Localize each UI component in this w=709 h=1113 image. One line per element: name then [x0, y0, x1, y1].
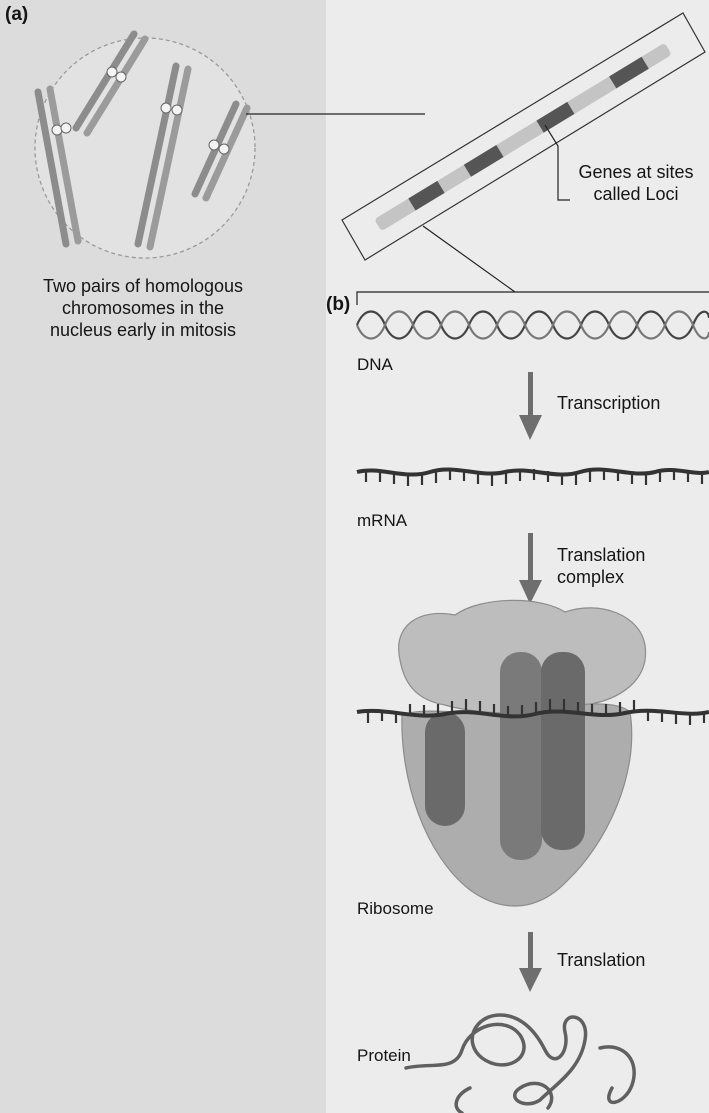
arrow-transcription	[519, 372, 542, 440]
translation-complex-label: Translation complex	[557, 544, 645, 588]
dna-zoom-line	[423, 226, 515, 292]
dna-bracket	[357, 292, 709, 305]
ribosome	[399, 600, 646, 906]
protein-label: Protein	[357, 1046, 411, 1066]
panel-a-label: (a)	[5, 4, 28, 26]
chromosomes-caption-line-3: nucleus early in mitosis	[2, 319, 284, 341]
genes-caption-line-1: Genes at sites	[565, 161, 707, 183]
transcription-label: Transcription	[557, 393, 660, 414]
arrow-translation	[519, 932, 542, 992]
gene-strip	[342, 13, 705, 260]
chromosomes-caption-line-2: chromosomes in the	[2, 297, 284, 319]
chromosomes-caption-line-1: Two pairs of homologous	[2, 275, 284, 297]
translation-complex-line-2: complex	[557, 566, 645, 588]
mrna-strand	[357, 469, 709, 486]
dna-helix	[357, 312, 709, 339]
translation-label: Translation	[557, 950, 645, 971]
translation-complex-line-1: Translation	[557, 544, 645, 566]
mrna-label: mRNA	[357, 511, 407, 531]
genes-caption-line-2: called Loci	[565, 183, 707, 205]
chromosomes-caption: Two pairs of homologous chromosomes in t…	[2, 275, 284, 341]
arrow-translation-complex	[519, 533, 542, 604]
panel-b-label: (b)	[326, 294, 350, 316]
genes-caption: Genes at sites called Loci	[565, 161, 707, 205]
protein-chain	[406, 1015, 634, 1113]
ribosome-label: Ribosome	[357, 899, 434, 919]
dna-label: DNA	[357, 355, 393, 375]
